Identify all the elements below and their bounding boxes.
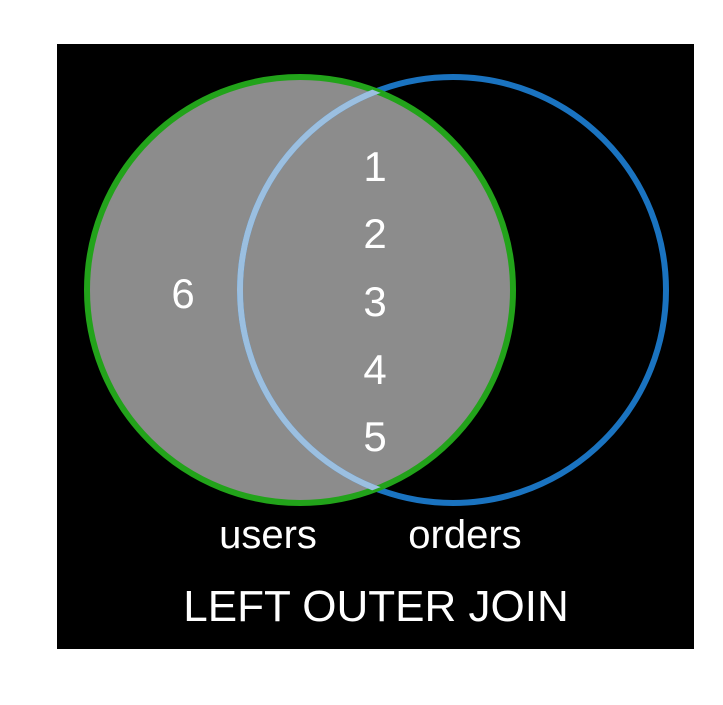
users-label: users [219,513,317,557]
diagram-title: LEFT OUTER JOIN [183,582,568,631]
users-only-value: 6 [171,270,194,317]
users-circle-fill [87,77,513,503]
intersection-value: 3 [363,278,386,325]
intersection-value: 1 [363,143,386,190]
intersection-outline [237,77,513,503]
intersection-value: 5 [363,413,386,460]
intersection-value: 2 [363,210,386,257]
orders-label: orders [408,513,521,557]
intersection-value: 4 [363,346,386,393]
users-circle [84,74,516,506]
